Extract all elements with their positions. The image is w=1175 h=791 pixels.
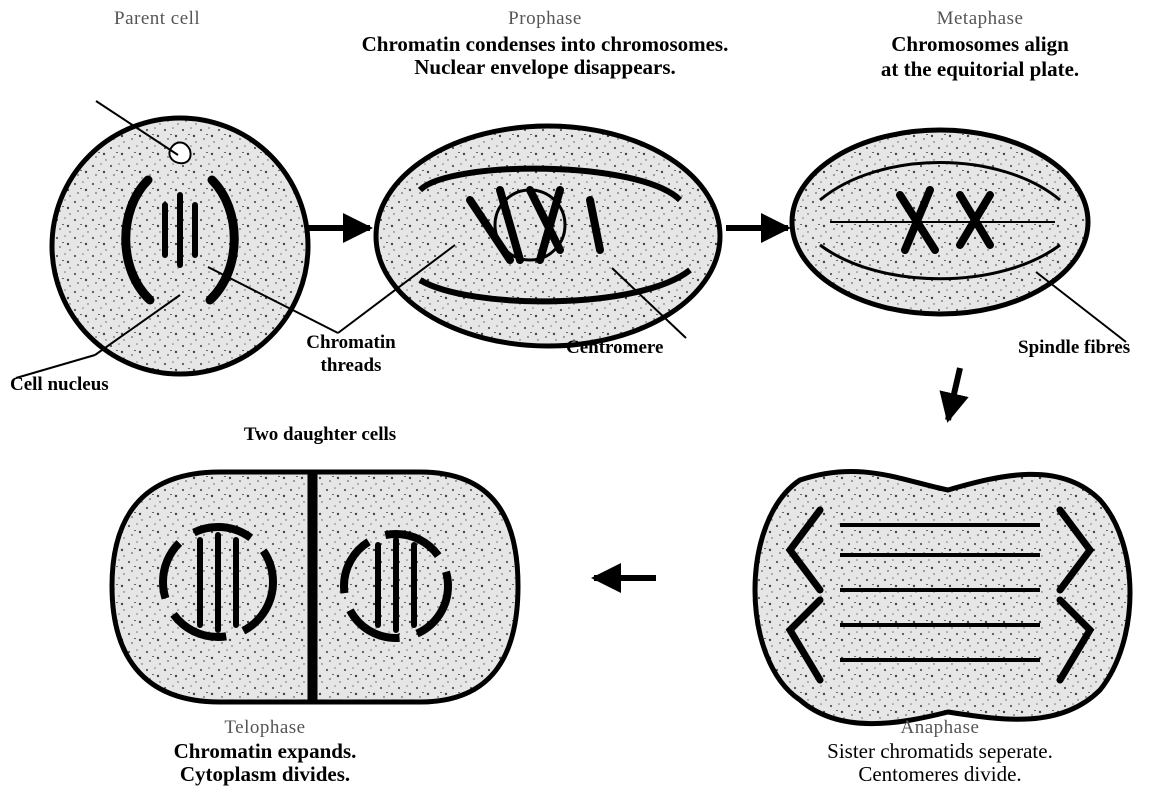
anaphase-description-line1: Sister chromatids seperate.	[780, 740, 1100, 763]
spindle-fibres-label: Spindle fibres	[1018, 338, 1130, 359]
metaphase-description-line2: at the equitorial plate.	[840, 58, 1120, 81]
telophase-title: Telophase	[160, 718, 370, 739]
cell-nucleus-label: Cell nucleus	[10, 375, 109, 396]
prophase-title: Prophase	[465, 9, 625, 30]
telophase-description-line2: Cytoplasm divides.	[140, 763, 390, 786]
metaphase-description-line1: Chromosomes align	[840, 33, 1120, 56]
chromatin-threads-label-line2: threads	[296, 356, 406, 377]
parent-cell	[52, 118, 308, 374]
two-daughter-cells-label: Two daughter cells	[190, 425, 450, 446]
chromatin-threads-label-line1: Chromatin	[296, 333, 406, 354]
parent-cell-title: Parent cell	[114, 9, 200, 30]
prophase-cell	[376, 126, 720, 346]
telophase-description-line1: Chromatin expands.	[140, 740, 390, 763]
telophase-cells	[112, 472, 518, 702]
anaphase-cell	[755, 471, 1130, 723]
arrow-metaphase-to-anaphase	[948, 368, 960, 420]
metaphase-title: Metaphase	[880, 9, 1080, 30]
prophase-description-line2: Nuclear envelope disappears.	[305, 56, 785, 79]
centromere-label: Centromere	[566, 338, 663, 359]
prophase-description-line1: Chromatin condenses into chromosomes.	[305, 33, 785, 56]
anaphase-title: Anaphase	[820, 718, 1060, 739]
metaphase-cell	[792, 130, 1088, 314]
anaphase-description-line2: Centomeres divide.	[780, 763, 1100, 786]
